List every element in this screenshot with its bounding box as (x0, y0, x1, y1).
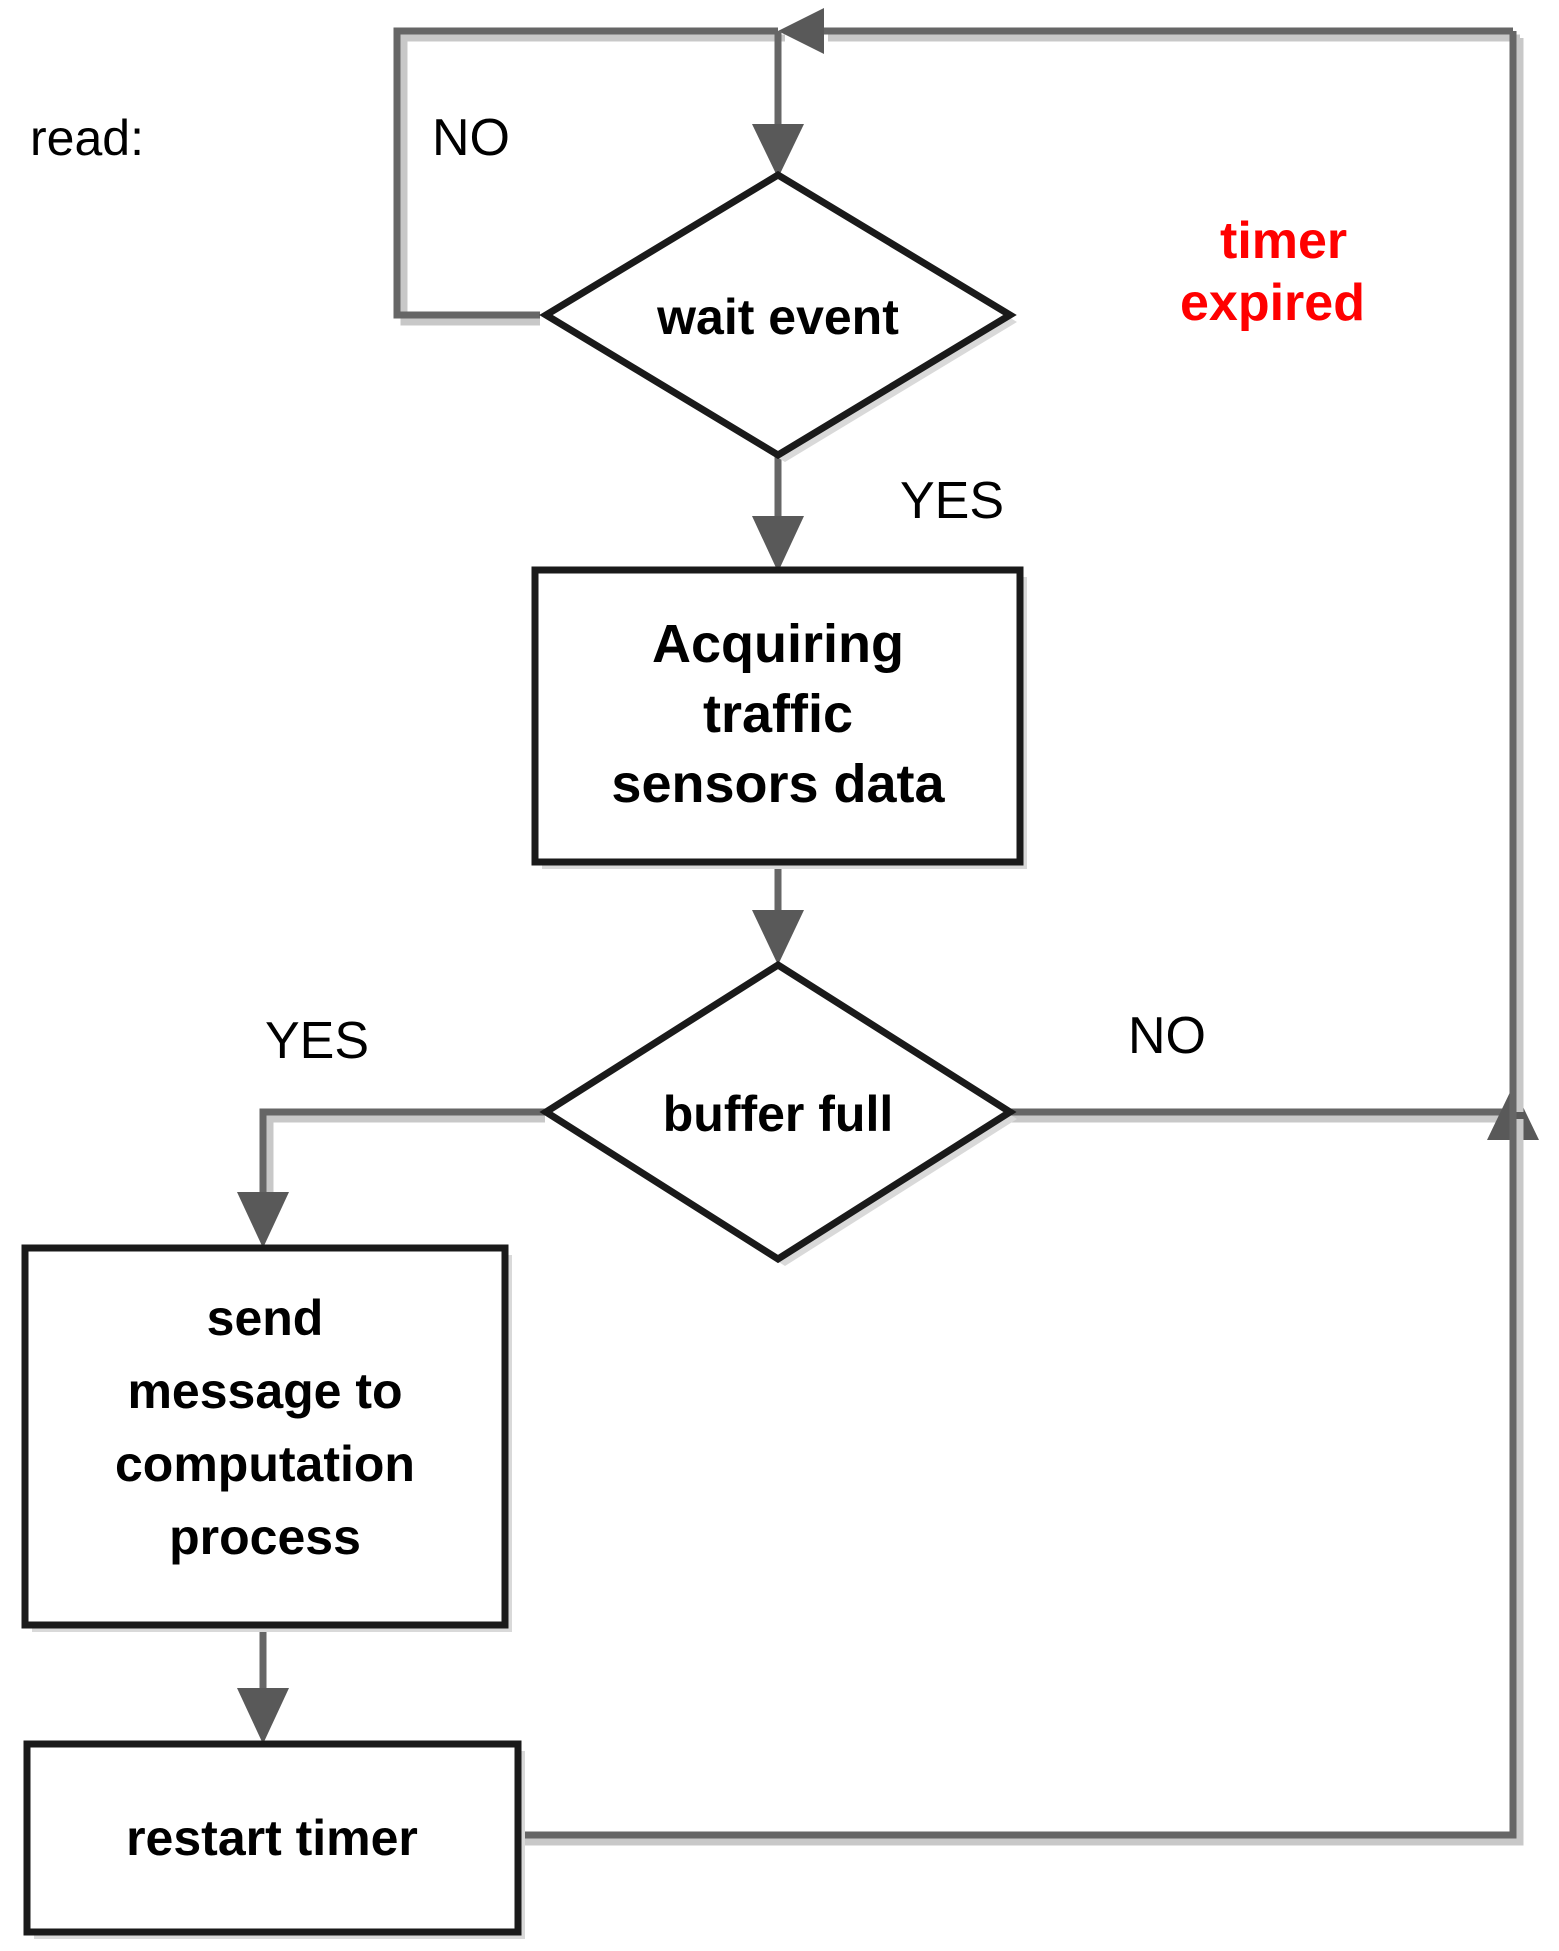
edge-wait-event-no-loop (393, 27, 785, 326)
read-caption: read: (30, 110, 144, 166)
node-acquire-traffic-sensors-data[interactable]: Acquiring traffic sensors data (531, 566, 1027, 869)
arrowhead-down-wait-event (752, 124, 804, 178)
arrowhead-down-buffer (752, 910, 804, 965)
node-buffer-full-label: buffer full (663, 1086, 894, 1142)
arrowhead-down-acquire (752, 516, 804, 572)
node-send-message-line-2: message to (127, 1363, 402, 1419)
arrowhead-down-send-message (237, 1192, 289, 1248)
edge-label-wait-event-no: NO (432, 109, 510, 167)
node-buffer-full[interactable]: buffer full (539, 960, 1017, 1266)
edge-send-message-to-restart-timer (237, 1625, 289, 1744)
edge-label-timer-expired-line-1: timer (1220, 212, 1347, 270)
edge-into-wait-event (752, 31, 804, 178)
edge-label-buffer-full-yes: YES (265, 1012, 369, 1070)
node-wait-event-label: wait event (656, 289, 899, 345)
edge-label-timer-expired-line-2: expired (1180, 274, 1365, 332)
node-wait-event[interactable]: wait event (539, 170, 1017, 462)
edge-timer-expired-return (778, 8, 1520, 54)
node-restart-timer-label: restart timer (126, 1810, 418, 1866)
edge-wait-event-yes (752, 455, 804, 572)
node-send-message-line-1: send (207, 1290, 324, 1346)
node-restart-timer[interactable]: restart timer (23, 1740, 525, 1939)
edge-acquire-to-buffer (752, 862, 804, 965)
node-send-message-line-3: computation (115, 1436, 415, 1492)
node-acquire-line-1: Acquiring (652, 614, 904, 674)
arrowhead-down-restart-timer (237, 1688, 289, 1744)
edge-restart-timer-return (518, 1112, 1524, 1846)
node-acquire-line-2: traffic (703, 684, 853, 744)
edge-buffer-yes (237, 1108, 545, 1248)
node-send-message-to-computation-process[interactable]: send message to computation process (21, 1244, 512, 1632)
arrowhead-left (778, 8, 824, 54)
node-send-message-line-4: process (169, 1509, 361, 1565)
edge-buffer-no (1010, 1086, 1539, 1140)
node-acquire-line-3: sensors data (611, 754, 945, 814)
edge-label-wait-event-yes: YES (900, 472, 1004, 530)
edge-label-buffer-full-no: NO (1128, 1007, 1206, 1065)
edge-right-bus-upper (1509, 31, 1524, 1112)
